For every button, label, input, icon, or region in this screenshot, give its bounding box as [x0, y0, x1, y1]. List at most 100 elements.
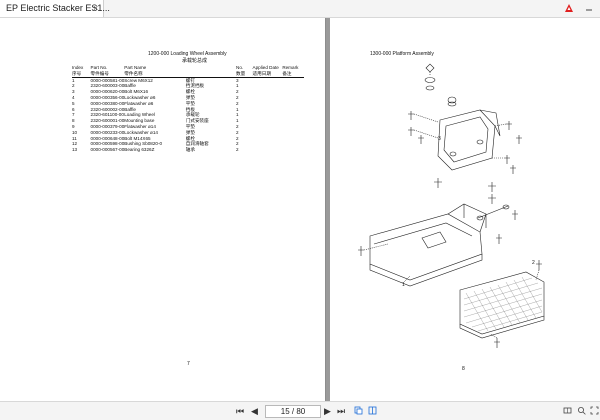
- document-viewer[interactable]: 1200-000 Loading Wheel Assembly 承载轮总成 In…: [0, 18, 600, 401]
- cell-part-name-cn: 螺栓: [185, 135, 195, 141]
- cell-part-no: 0000-000620-00: [90, 89, 125, 95]
- cell-qty: 1: [236, 112, 239, 118]
- fit-page-icon[interactable]: [563, 406, 572, 415]
- cell-qty: 1: [236, 106, 239, 112]
- cell-index: 1: [72, 77, 75, 83]
- page-number-field[interactable]: 15 / 80: [265, 405, 321, 418]
- knob-part: [425, 63, 435, 73]
- callout-2: 2: [532, 260, 535, 266]
- column-header-qty-cn: 数量: [236, 70, 253, 78]
- cell-part-no: 0000-000233-00: [90, 129, 125, 135]
- next-page-button[interactable]: ▶: [324, 406, 331, 416]
- cell-part-name: Bolt M6X16: [124, 89, 148, 95]
- cell-part-name: Bearing 6326Z: [124, 147, 155, 153]
- screw-part: [536, 260, 542, 270]
- washer-part: [447, 101, 457, 107]
- pin-part: [496, 234, 502, 244]
- cell-part-name: Lockwasher ø6: [124, 94, 156, 100]
- cell-part-name: Bolt M14X65: [124, 135, 151, 141]
- cell-index: 11: [72, 135, 77, 141]
- right-page: 1300-000 Platform Assembly: [330, 18, 600, 401]
- screw-part: [494, 338, 500, 348]
- cell-index: 4: [72, 94, 75, 100]
- cell-part-name: Mounting base: [124, 118, 155, 124]
- cell-part-name-cn: 门式安装座: [185, 118, 209, 124]
- cell-qty: 2: [236, 89, 239, 95]
- nut-part: [447, 96, 457, 104]
- cell-part-name-cn: 弹垫: [185, 94, 195, 100]
- parts-table: Index Part No. Part Name No. Applied Dat…: [72, 65, 304, 153]
- washer-part: [424, 77, 436, 83]
- screw-part: [418, 135, 424, 144]
- cell-qty: 1: [236, 83, 239, 89]
- left-page-title: 1200-000 Loading Wheel Assembly: [148, 51, 227, 57]
- screw-part: [516, 135, 522, 144]
- right-page-number: 8: [462, 366, 465, 372]
- cell-part-name-cn: 螺栓: [185, 89, 195, 95]
- cell-part-name: Baffle: [124, 83, 136, 89]
- cell-index: 8: [72, 118, 75, 124]
- cell-index: 7: [72, 112, 75, 118]
- mounting-bracket: [437, 109, 496, 171]
- cell-part-name-cn: 螺钉: [185, 77, 195, 83]
- washer-part: [425, 85, 435, 91]
- cell-part-no: 0000-000380-00: [90, 100, 125, 106]
- platform-slot: [421, 231, 447, 249]
- navigation-bar: ⏮ ◀ 15 / 80 ▶ ⏭: [0, 401, 600, 420]
- cell-part-name: Lockwasher ø14: [124, 129, 158, 135]
- screw-part: [408, 111, 414, 120]
- cell-qty: 2: [236, 135, 239, 141]
- document-tab-label: EP Electric Stacker ES1...: [6, 3, 110, 13]
- cell-index: 6: [72, 106, 75, 112]
- cell-part-name: Flatwasher ø14: [124, 123, 156, 129]
- column-header-part-no: Part No.: [90, 65, 108, 70]
- column-header-index-cn: 序号: [72, 70, 91, 78]
- cell-part-no: 0000-000379-00: [90, 123, 125, 129]
- last-page-button[interactable]: ⏭: [337, 406, 346, 416]
- cell-part-name: Baffle: [124, 106, 136, 112]
- screw-part: [510, 165, 516, 174]
- column-header-part-no-cn: 零件编号: [90, 70, 125, 78]
- column-header-part-name-cn: 零件名称: [124, 70, 186, 78]
- cell-index: 2: [72, 83, 75, 89]
- cell-part-no: 2320-601100-00: [90, 112, 124, 118]
- page-view-icon[interactable]: [368, 406, 377, 415]
- cell-part-no: 0000-000648-00: [90, 135, 125, 141]
- first-page-button[interactable]: ⏮: [236, 406, 245, 416]
- zoom-icon[interactable]: [577, 406, 586, 415]
- screw-part: [504, 155, 510, 164]
- callout-1: 1: [402, 282, 405, 288]
- callout-3: 3: [438, 136, 441, 142]
- cell-index: 13: [72, 147, 78, 153]
- cell-qty: 2: [236, 94, 239, 100]
- cell-qty: 2: [236, 123, 239, 129]
- cell-index: 12: [72, 141, 78, 147]
- platform-exploded-diagram: 1 2 3 8: [358, 63, 545, 372]
- copy-icon[interactable]: [354, 406, 363, 415]
- tab-close-icon[interactable]: ×: [93, 3, 99, 13]
- column-header-applied-date-cn: 适用日期: [252, 70, 283, 78]
- minimize-icon[interactable]: [585, 4, 593, 12]
- pin-part: [434, 178, 442, 188]
- previous-page-button[interactable]: ◀: [251, 406, 258, 416]
- screw-part: [506, 121, 512, 130]
- cell-part-name-cn: 自润滑轴套: [185, 141, 209, 147]
- document-tab[interactable]: EP Electric Stacker ES1... ×: [0, 0, 110, 17]
- cell-qty: 2: [236, 147, 239, 153]
- column-header-qty: No.: [236, 65, 244, 70]
- fullscreen-icon[interactable]: [590, 406, 599, 415]
- cell-part-no: 0000-000598-00: [90, 141, 125, 147]
- cell-part-name-cn: 平垫: [185, 100, 195, 106]
- cell-part-name-cn: 挡板: [185, 106, 195, 112]
- cell-qty: 2: [236, 129, 239, 135]
- cell-qty: 2: [236, 141, 239, 147]
- left-page-number: 7: [187, 361, 190, 367]
- cell-part-name: Screw M6X12: [124, 77, 153, 83]
